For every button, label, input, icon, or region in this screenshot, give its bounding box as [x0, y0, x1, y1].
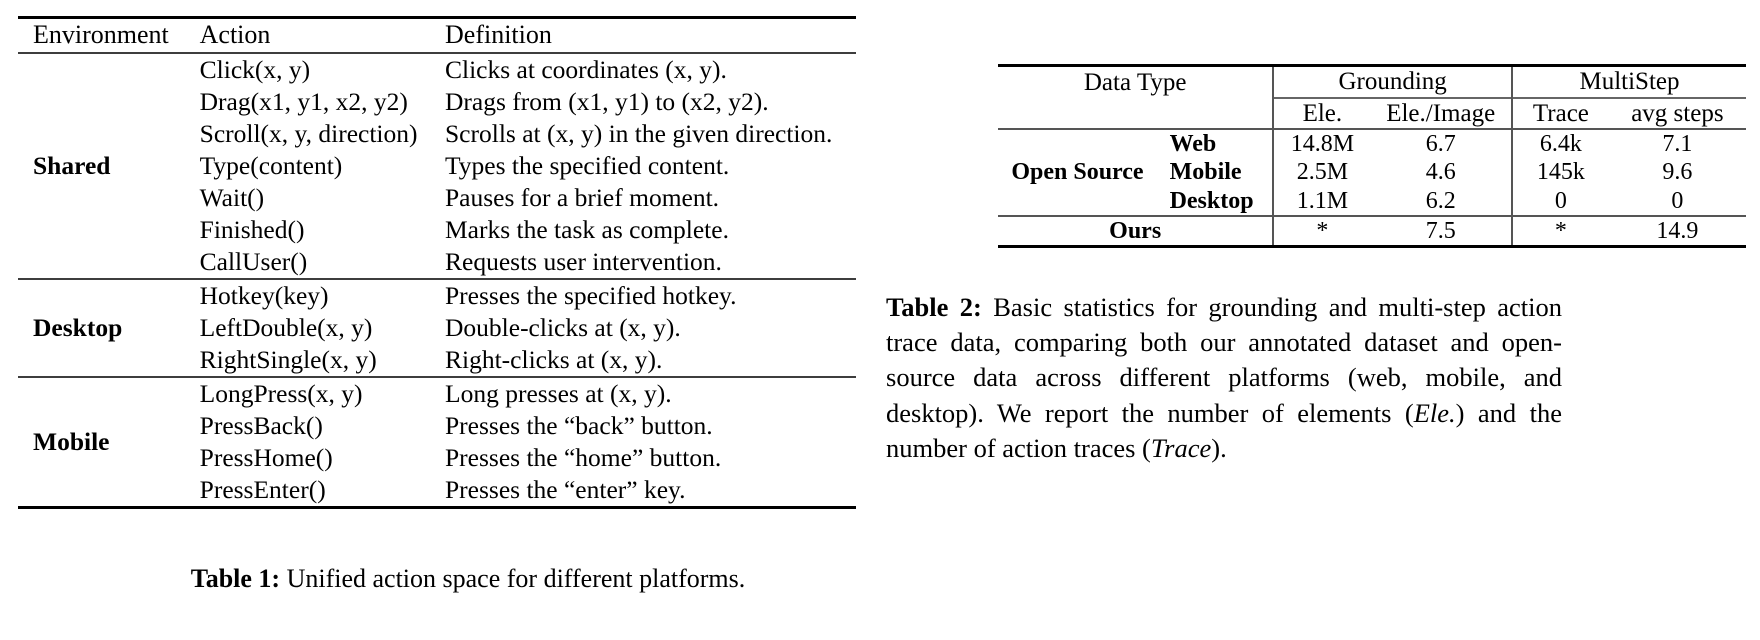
cell-ours-trace: * — [1510, 216, 1609, 247]
table-2-group-header-row: Data Type Grounding MultiStep — [998, 67, 1746, 98]
table-1: Environment Action Definition Shared Cli… — [18, 16, 856, 510]
header-environment: Environment — [33, 20, 169, 49]
group-label-shared: Shared — [33, 150, 111, 180]
action-longpress: LongPress(x, y) — [199, 378, 363, 408]
definition-scroll: Scrolls at (x, y) in the given direction… — [445, 118, 833, 148]
table-2-caption-part3: ). — [1211, 432, 1227, 463]
header-grounding: Grounding — [1272, 67, 1512, 98]
cell-desktop-trace: 0 — [1510, 186, 1609, 216]
table-1-caption-text: Unified action space for different platf… — [286, 564, 746, 593]
action-calluser: CallUser() — [199, 246, 308, 276]
table-1-header-row: Environment Action Definition — [18, 19, 856, 53]
subheader-ele-per-image: Ele./Image — [1386, 99, 1496, 127]
table-2: Data Type Grounding MultiStep Ele. Ele./… — [998, 64, 1746, 249]
table-2-caption: Table 2: Basic statistics for grounding … — [886, 290, 1562, 466]
cell-desktop-ele: 1.1M — [1272, 186, 1371, 216]
subheader-avg-steps: avg steps — [1631, 99, 1724, 127]
definition-calluser: Requests user intervention. — [445, 246, 722, 276]
table-row: Mobile 2.5M 4.6 145k 9.6 — [998, 158, 1746, 187]
row-label-ours: Ours — [1109, 217, 1162, 244]
row-label-mobile: Mobile — [1169, 159, 1242, 186]
group-label-desktop: Desktop — [33, 312, 123, 342]
definition-cell-shared: Clicks at coordinates (x, y). Drags from… — [444, 54, 856, 279]
table-2-caption-label: Table 2: — [886, 292, 982, 322]
table-row-group-shared: Shared Click(x, y) Drag(x1, y1, x2, y2) … — [18, 54, 856, 279]
table-2-caption-italic-trace: Trace — [1150, 432, 1212, 463]
header-multistep: MultiStep — [1510, 67, 1746, 98]
action-finished: Finished() — [199, 214, 305, 244]
definition-click: Clicks at coordinates (x, y). — [445, 54, 727, 84]
action-presshome: PressHome() — [199, 442, 333, 472]
table-1-caption: Table 1: Unified action space for differ… — [88, 562, 848, 596]
subheader-spacer — [998, 99, 1273, 130]
action-type: Type(content) — [199, 150, 343, 180]
group-label-mobile: Mobile — [33, 426, 110, 456]
definition-drag: Drags from (x1, y1) to (x2, y2). — [445, 86, 769, 116]
table-2-caption-part2: ) and the number of action traces ( — [886, 397, 1562, 463]
table-row: Desktop 1.1M 6.2 0 0 — [998, 186, 1746, 216]
action-drag: Drag(x1, y1, x2, y2) — [199, 86, 408, 116]
definition-pressenter: Presses the “enter” key. — [445, 474, 686, 504]
definition-hotkey: Presses the specified hotkey. — [445, 280, 737, 310]
subheader-trace: Trace — [1510, 98, 1609, 129]
cell-web-avg-steps: 7.1 — [1662, 131, 1693, 157]
table-2-grid: Data Type Grounding MultiStep Ele. Ele./… — [998, 64, 1746, 249]
definition-type: Types the specified content. — [445, 150, 730, 180]
cell-web-ele: 14.8M — [1272, 130, 1371, 159]
action-wait: Wait() — [199, 182, 265, 212]
table-row-ours: Ours * 7.5 * 14.9 — [998, 216, 1746, 247]
definition-pressback: Presses the “back” button. — [445, 410, 713, 440]
action-rightsingle: RightSingle(x, y) — [199, 344, 377, 374]
row-label-web: Web — [1169, 131, 1217, 157]
definition-leftdouble: Double-clicks at (x, y). — [445, 312, 681, 342]
table-row: Open Source Web 14.8M 6.7 6.4k 7.1 — [998, 130, 1746, 185]
action-pressenter: PressEnter() — [199, 474, 326, 504]
table-row-group-mobile: Mobile LongPress(x, y) PressBack() Press… — [18, 378, 856, 508]
cell-mobile-avg-steps: 9.6 — [1662, 159, 1693, 186]
table-1-caption-label: Table 1: — [190, 564, 281, 593]
row-label-desktop: Desktop — [1169, 187, 1254, 214]
table-2-top-rule — [998, 64, 1746, 68]
cell-mobile-ele: 2.5M — [1272, 158, 1371, 187]
action-cell-mobile: LongPress(x, y) PressBack() PressHome() … — [199, 378, 444, 508]
definition-longpress: Long presses at (x, y). — [445, 378, 672, 408]
cell-ours-ele-per-image: 7.5 — [1425, 217, 1456, 244]
action-hotkey: Hotkey(key) — [199, 280, 329, 310]
table-row-group-desktop: Desktop Hotkey(key) LeftDouble(x, y) Rig… — [18, 280, 856, 377]
row-group-open-source: Open Source — [1011, 159, 1144, 186]
action-cell-desktop: Hotkey(key) LeftDouble(x, y) RightSingle… — [199, 280, 444, 377]
definition-cell-desktop: Presses the specified hotkey. Double-cli… — [444, 280, 856, 377]
header-action: Action — [199, 20, 271, 49]
definition-cell-mobile: Long presses at (x, y). Presses the “bac… — [444, 378, 856, 508]
action-cell-shared: Click(x, y) Drag(x1, y1, x2, y2) Scroll(… — [199, 54, 444, 279]
action-click: Click(x, y) — [199, 54, 311, 84]
cell-ours-avg-steps: 14.9 — [1656, 217, 1699, 244]
definition-finished: Marks the task as complete. — [445, 214, 729, 244]
table-1-grid: Environment Action Definition Shared Cli… — [18, 16, 856, 510]
table-1-top-rule — [18, 16, 856, 20]
table-1-bottom-rule — [18, 506, 856, 510]
subheader-ele: Ele. — [1272, 98, 1371, 129]
definition-rightsingle: Right-clicks at (x, y). — [445, 344, 663, 374]
header-data-type: Data Type — [1083, 69, 1187, 96]
table-2-bottom-rule — [998, 245, 1746, 249]
definition-presshome: Presses the “home” button. — [445, 442, 722, 472]
cell-ours-ele: * — [1272, 216, 1371, 247]
cell-mobile-ele-per-image: 4.6 — [1425, 159, 1456, 186]
cell-web-trace: 6.4k — [1510, 130, 1609, 159]
cell-web-ele-per-image: 6.7 — [1425, 131, 1456, 157]
table-2-subheader-row: Ele. Ele./Image Trace avg steps — [998, 98, 1746, 130]
cell-desktop-avg-steps: 0 — [1671, 187, 1684, 214]
action-pressback: PressBack() — [199, 410, 323, 440]
header-definition: Definition — [445, 20, 552, 49]
cell-mobile-trace: 145k — [1510, 158, 1609, 187]
table-2-caption-part1: Basic statistics for grounding and multi… — [886, 292, 1562, 428]
action-scroll: Scroll(x, y, direction) — [199, 118, 418, 148]
definition-wait: Pauses for a brief moment. — [445, 182, 720, 212]
table-2-caption-italic-ele: Ele. — [1413, 397, 1456, 428]
cell-desktop-ele-per-image: 6.2 — [1425, 187, 1456, 214]
action-leftdouble: LeftDouble(x, y) — [199, 312, 373, 342]
